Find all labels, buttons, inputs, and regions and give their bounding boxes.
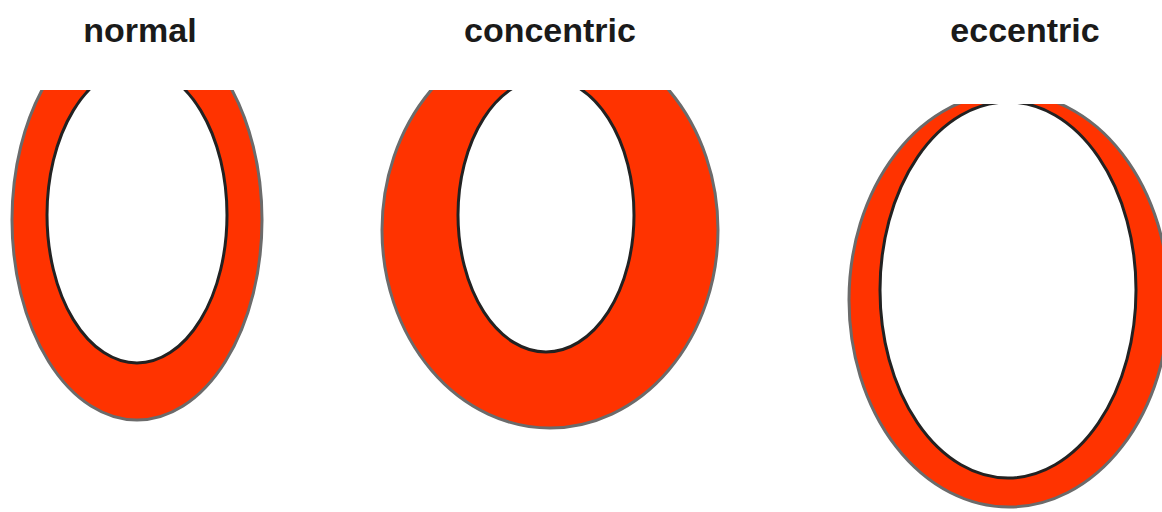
normal-heading: normal bbox=[83, 12, 196, 49]
eccentric-heading: eccentric bbox=[950, 12, 1099, 49]
concentric-heading: concentric bbox=[464, 12, 636, 49]
eccentric-wall bbox=[849, 104, 1162, 507]
concentric-wall bbox=[382, 90, 718, 428]
normal-wall bbox=[12, 90, 262, 420]
